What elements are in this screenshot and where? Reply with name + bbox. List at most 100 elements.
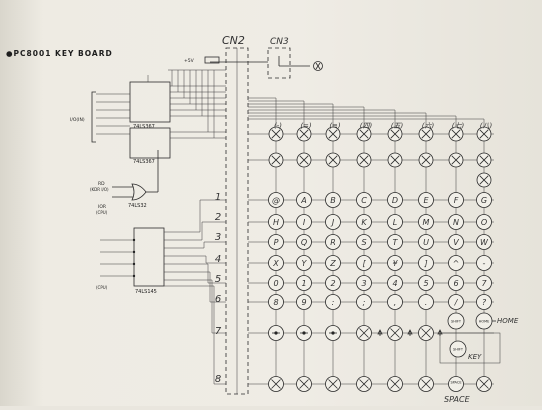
key-label: [ bbox=[362, 259, 366, 268]
key-label: : bbox=[332, 298, 335, 307]
row-number: 6 bbox=[215, 294, 221, 305]
key-switch[interactable] bbox=[268, 255, 284, 271]
row-number: 2 bbox=[215, 212, 221, 223]
key-switch[interactable] bbox=[476, 192, 492, 208]
key-switch[interactable] bbox=[325, 294, 341, 310]
key-switch[interactable] bbox=[476, 294, 492, 310]
key-label: Z bbox=[329, 259, 336, 268]
key-switch[interactable] bbox=[356, 255, 372, 271]
key-label: L bbox=[393, 218, 397, 227]
key-label: M bbox=[423, 218, 430, 227]
key-switch[interactable] bbox=[325, 275, 341, 291]
chip-u3-part: 74LS32 bbox=[128, 203, 147, 209]
key-switch[interactable] bbox=[268, 275, 284, 291]
cn3-label: CN3 bbox=[270, 37, 289, 47]
key-label: J bbox=[330, 218, 335, 227]
rd-label: RD bbox=[98, 181, 105, 187]
key-label: , bbox=[394, 298, 397, 307]
key-switch[interactable] bbox=[387, 214, 403, 230]
key-switch[interactable] bbox=[448, 376, 464, 392]
chip-u3 bbox=[131, 183, 147, 201]
key-label: 1 bbox=[301, 279, 306, 288]
key-switch[interactable] bbox=[325, 214, 341, 230]
row-number: 1 bbox=[215, 192, 221, 203]
key-switch[interactable] bbox=[268, 294, 284, 310]
key-switch[interactable] bbox=[476, 255, 492, 271]
key-label: P bbox=[274, 238, 279, 247]
chip-u4 bbox=[133, 227, 165, 287]
key-switch[interactable] bbox=[325, 234, 341, 250]
key-label: T bbox=[393, 238, 399, 247]
key-switch[interactable] bbox=[268, 214, 284, 230]
key-switch[interactable] bbox=[418, 234, 434, 250]
column-label: (五) bbox=[391, 122, 404, 130]
key-label: KEY bbox=[468, 353, 482, 361]
key-label: O bbox=[481, 218, 487, 227]
chip-u2-part: 74LS367 bbox=[133, 159, 155, 165]
key-switch[interactable] bbox=[356, 275, 372, 291]
key-switch[interactable] bbox=[418, 192, 434, 208]
key-switch[interactable] bbox=[296, 234, 312, 250]
key-switch[interactable] bbox=[296, 294, 312, 310]
key-switch[interactable] bbox=[418, 214, 434, 230]
ior-sub-label: (CPU) bbox=[96, 210, 108, 215]
key-label: R bbox=[330, 238, 336, 247]
key-label: Q bbox=[301, 238, 307, 247]
chip-u4-part: 74LS145 bbox=[135, 289, 157, 295]
key-label: K bbox=[361, 218, 367, 227]
key-switch[interactable] bbox=[387, 294, 403, 310]
key-switch[interactable] bbox=[448, 214, 464, 230]
key-switch[interactable] bbox=[296, 214, 312, 230]
key-label: @ bbox=[272, 196, 280, 205]
key-switch[interactable] bbox=[387, 234, 403, 250]
key-label: I bbox=[303, 218, 306, 227]
key-switch[interactable] bbox=[387, 255, 403, 271]
column-label: (=) bbox=[300, 122, 312, 130]
key-switch[interactable] bbox=[448, 192, 464, 208]
key-label: B bbox=[330, 196, 336, 205]
space-label: SPACE bbox=[444, 395, 471, 404]
key-label: 0 bbox=[273, 279, 278, 288]
key-switch[interactable] bbox=[325, 192, 341, 208]
key-label: - bbox=[483, 259, 486, 268]
key-switch[interactable] bbox=[268, 234, 284, 250]
key-switch[interactable] bbox=[356, 294, 372, 310]
shift-key-label: SHIFT bbox=[451, 320, 462, 324]
key-switch[interactable] bbox=[448, 234, 464, 250]
key-label: A bbox=[300, 196, 306, 205]
key-switch[interactable] bbox=[448, 275, 464, 291]
key-label: F bbox=[454, 196, 459, 205]
key-switch[interactable] bbox=[296, 275, 312, 291]
key-switch[interactable] bbox=[387, 192, 403, 208]
key-switch[interactable] bbox=[476, 275, 492, 291]
key-switch[interactable] bbox=[418, 275, 434, 291]
key-label: V bbox=[453, 238, 459, 247]
key-switch[interactable] bbox=[325, 255, 341, 271]
key-switch[interactable] bbox=[356, 214, 372, 230]
key-label: 2 bbox=[330, 279, 335, 288]
key-switch[interactable] bbox=[448, 255, 464, 271]
key-switch[interactable] bbox=[476, 234, 492, 250]
row-number: 8 bbox=[215, 374, 221, 385]
rd-sub-label: (KDR I/O) bbox=[90, 187, 109, 192]
chip-u1-part: 74LS367 bbox=[133, 124, 155, 130]
key-switch[interactable] bbox=[476, 214, 492, 230]
shift-key[interactable] bbox=[447, 312, 465, 330]
cpu-label: (CPU) bbox=[96, 285, 108, 290]
shift-lock-key-cap: SHIFT bbox=[453, 348, 464, 352]
key-switch[interactable] bbox=[268, 192, 284, 208]
key-label: Y bbox=[302, 259, 308, 268]
key-switch[interactable] bbox=[418, 255, 434, 271]
key-switch[interactable] bbox=[356, 192, 372, 208]
key-label: ] bbox=[423, 259, 427, 268]
key-switch[interactable] bbox=[296, 255, 312, 271]
key-switch[interactable] bbox=[387, 275, 403, 291]
key-switch[interactable] bbox=[418, 294, 434, 310]
key-label: U bbox=[423, 238, 429, 247]
key-label: N bbox=[453, 218, 459, 227]
key-switch[interactable] bbox=[448, 294, 464, 310]
shift-lock-key[interactable] bbox=[449, 340, 467, 358]
key-switch[interactable] bbox=[296, 192, 312, 208]
key-switch[interactable] bbox=[356, 234, 372, 250]
